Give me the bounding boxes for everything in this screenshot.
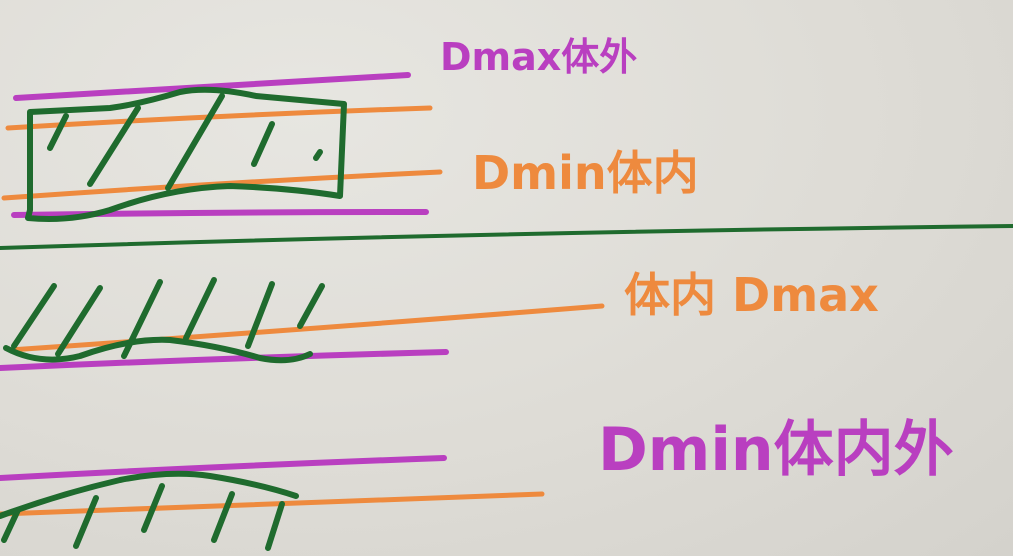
label-dmin-inside: Dmin体内	[472, 146, 699, 200]
hatch-2b	[55, 285, 103, 357]
hatch-3a	[1, 507, 21, 543]
hatch-1b	[87, 105, 141, 187]
label-dmin-inside-outside: Dmin体内外	[598, 415, 954, 485]
orange-line-2	[7, 303, 605, 353]
hatch-2a	[11, 283, 57, 349]
hatch-2e	[245, 281, 275, 349]
green-wave-3	[0, 470, 299, 519]
hatch-2f	[297, 283, 325, 329]
hatch-1e	[313, 149, 323, 161]
hatch-2d	[183, 277, 217, 341]
hatch-2c	[121, 279, 163, 359]
hatch-3d	[211, 491, 235, 543]
hatch-1c	[165, 93, 225, 191]
hatch-1a	[47, 113, 69, 151]
magenta-line-bottom-1	[11, 209, 429, 218]
hatch-1d	[251, 121, 275, 167]
orange-line-3	[0, 491, 545, 517]
magenta-line-3	[0, 455, 447, 481]
label-dmax-outside: Dmax体外	[440, 35, 638, 79]
green-shape-1	[25, 86, 347, 222]
magenta-line-top-1	[13, 72, 411, 101]
hatch-3e	[265, 501, 285, 551]
hatch-3c	[141, 483, 165, 533]
green-wave-2	[3, 336, 313, 364]
hatch-3b	[73, 495, 99, 549]
label-inside-dmax: 体内 Dmax	[624, 268, 879, 322]
magenta-line-2	[0, 349, 449, 371]
orange-line-upper-1	[5, 105, 433, 131]
divider-line	[0, 224, 1013, 250]
